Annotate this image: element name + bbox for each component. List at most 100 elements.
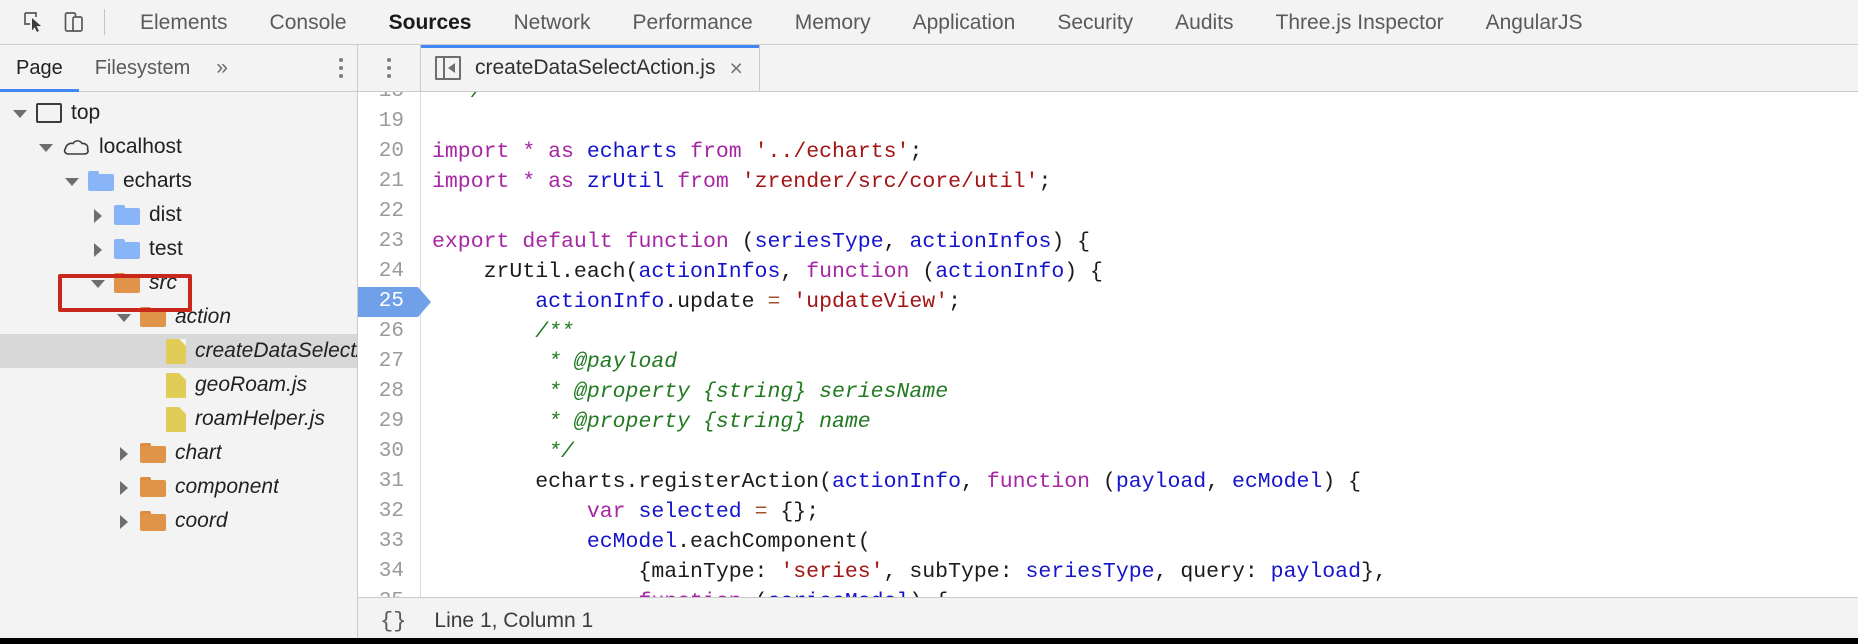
- code-line-text: function (seriesModel) {: [418, 587, 948, 597]
- line-number[interactable]: 31: [378, 470, 404, 493]
- tree-item-component[interactable]: component: [0, 470, 357, 504]
- tab-audits[interactable]: Audits: [1175, 10, 1234, 34]
- tree-spacer: [142, 377, 159, 394]
- line-number[interactable]: 27: [378, 350, 404, 373]
- line-number[interactable]: 28: [378, 380, 404, 403]
- code-line[interactable]: 23 export default function (seriesType, a…: [358, 227, 1858, 257]
- device-toolbar-icon[interactable]: [54, 2, 94, 42]
- line-number[interactable]: 34: [378, 560, 404, 583]
- tree-item-chart[interactable]: chart: [0, 436, 357, 470]
- tab-threejs-inspector[interactable]: Three.js Inspector: [1275, 10, 1444, 34]
- line-number[interactable]: 26: [378, 320, 404, 343]
- chevron-down-icon[interactable]: [116, 309, 133, 326]
- line-number[interactable]: 29: [378, 410, 404, 433]
- tree-item-createdataselectaction-js[interactable]: createDataSelectAction.js: [0, 334, 357, 368]
- code-line[interactable]: 27 * @payload: [358, 347, 1858, 377]
- collapse-sidebar-icon[interactable]: [435, 56, 461, 80]
- folder-icon: [88, 171, 114, 191]
- line-number[interactable]: 33: [378, 530, 404, 553]
- close-icon[interactable]: ×: [729, 54, 743, 81]
- tree-item-src[interactable]: src: [0, 266, 357, 300]
- code-line[interactable]: 20 import * as echarts from '../echarts';: [358, 137, 1858, 167]
- tree-item-roamhelper-js[interactable]: roamHelper.js: [0, 402, 357, 436]
- chevron-down-icon[interactable]: [64, 173, 81, 190]
- folder-icon: [140, 307, 166, 327]
- line-number[interactable]: 22: [378, 200, 404, 223]
- tree-item-coord[interactable]: coord: [0, 504, 357, 538]
- editor-tab-label: createDataSelectAction.js: [475, 56, 716, 79]
- line-number[interactable]: 30: [378, 440, 404, 463]
- navigator-tab-filesystem[interactable]: Filesystem: [94, 57, 191, 79]
- code-line[interactable]: 19: [358, 107, 1858, 137]
- tab-security[interactable]: Security: [1057, 10, 1134, 34]
- tree-item-echarts[interactable]: echarts: [0, 164, 357, 198]
- line-number[interactable]: 21: [378, 170, 404, 193]
- chevron-right-icon[interactable]: [90, 207, 107, 224]
- tab-network[interactable]: Network: [513, 10, 591, 34]
- code-line[interactable]: 35 function (seriesModel) {: [358, 587, 1858, 597]
- chevron-right-icon[interactable]: [90, 241, 107, 258]
- chevron-down-icon[interactable]: [12, 105, 29, 122]
- line-number[interactable]: 24: [378, 260, 404, 283]
- line-number[interactable]: 35: [358, 587, 418, 597]
- line-number[interactable]: 23: [378, 230, 404, 253]
- code-line[interactable]: 30 */: [358, 437, 1858, 467]
- folder-icon: [140, 477, 166, 497]
- tab-console[interactable]: Console: [269, 10, 347, 34]
- line-number[interactable]: 20: [378, 140, 404, 163]
- toolbar-divider: [104, 9, 105, 35]
- tree-item-georoam-js[interactable]: geoRoam.js: [0, 368, 357, 402]
- tab-sources[interactable]: Sources: [388, 10, 472, 34]
- chevron-down-icon[interactable]: [38, 139, 55, 156]
- chevron-down-icon[interactable]: [90, 275, 107, 292]
- code-line-text: import * as echarts from '../echarts';: [432, 140, 923, 164]
- tree-item-action[interactable]: action: [0, 300, 357, 334]
- tree-item-dist[interactable]: dist: [0, 198, 357, 232]
- code-line[interactable]: 31 echarts.registerAction(actionInfo, fu…: [358, 467, 1858, 497]
- line-number[interactable]: 32: [378, 500, 404, 523]
- editor-more-options-icon[interactable]: [358, 45, 421, 91]
- js-file-icon: [166, 406, 186, 432]
- code-line[interactable]: 33 ecModel.eachComponent(: [358, 527, 1858, 557]
- tab-application[interactable]: Application: [912, 10, 1016, 34]
- code-line[interactable]: 34 {mainType: 'series', subType: seriesT…: [358, 557, 1858, 587]
- tree-item-test[interactable]: test: [0, 232, 357, 266]
- line-number[interactable]: 19: [378, 110, 404, 133]
- code-line[interactable]: 29 * @property {string} name: [358, 407, 1858, 437]
- tree-item-label: action: [175, 305, 232, 328]
- code-content[interactable]: 18 */ 19 20 import * as echarts from '../ec…: [358, 92, 1858, 597]
- tab-elements[interactable]: Elements: [140, 10, 228, 34]
- tab-performance[interactable]: Performance: [632, 10, 753, 34]
- line-number[interactable]: 18: [358, 92, 418, 107]
- code-line-text: import * as zrUtil from 'zrender/src/cor…: [432, 170, 1052, 194]
- navigator-more-options-icon[interactable]: [339, 45, 343, 91]
- code-line[interactable]: 21 import * as zrUtil from 'zrender/src/c…: [358, 167, 1858, 197]
- code-line[interactable]: 26 /**: [358, 317, 1858, 347]
- chevron-right-icon[interactable]: [116, 513, 133, 530]
- code-line[interactable]: 28 * @property {string} seriesName: [358, 377, 1858, 407]
- chevron-right-icon[interactable]: [116, 445, 133, 462]
- code-line-text: export default function (seriesType, act…: [432, 230, 1091, 254]
- navigator-tab-page[interactable]: Page: [0, 45, 79, 92]
- tree-item-localhost[interactable]: localhost: [0, 130, 357, 164]
- chevron-right-icon[interactable]: [116, 479, 133, 496]
- inspect-element-icon[interactable]: [14, 2, 54, 42]
- code-line[interactable]: 25 actionInfo.update = 'updateView';: [358, 287, 1858, 317]
- navigator-more-tabs-icon[interactable]: »: [216, 56, 228, 79]
- editor-tab-createdataselectaction[interactable]: createDataSelectAction.js ×: [421, 45, 760, 91]
- code-line[interactable]: 32 var selected = {};: [358, 497, 1858, 527]
- code-line[interactable]: 24 zrUtil.each(actionInfos, function (ac…: [358, 257, 1858, 287]
- pretty-print-icon[interactable]: {}: [380, 608, 407, 634]
- tree-item-top[interactable]: top: [0, 96, 357, 130]
- line-number[interactable]: 25: [358, 287, 431, 317]
- code-line[interactable]: 18 */: [358, 92, 1858, 107]
- tab-memory[interactable]: Memory: [794, 10, 871, 34]
- js-file-icon: [166, 372, 186, 398]
- dot: [339, 66, 343, 70]
- tab-angularjs[interactable]: AngularJS: [1485, 10, 1583, 34]
- code-editor[interactable]: 18 */ 19 20 import * as echarts from '../ec…: [358, 92, 1858, 597]
- code-line-text: * @property {string} name: [548, 410, 871, 434]
- code-line[interactable]: 22: [358, 197, 1858, 227]
